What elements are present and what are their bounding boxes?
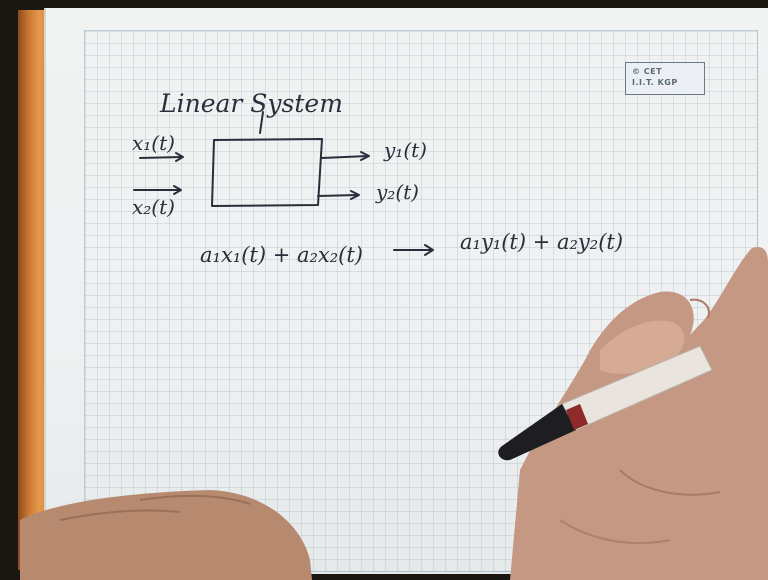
title-pointer-stroke: [259, 111, 264, 134]
equation-right: a₁y₁(t) + a₂y₂(t): [460, 230, 623, 254]
watermark-logo: © CET I.I.T. KGP: [625, 62, 705, 95]
equation-left: a₁x₁(t) + a₂x₂(t): [200, 243, 363, 267]
pen: [498, 345, 713, 461]
equation-arrow: [393, 244, 434, 256]
title-text: Linear System: [159, 89, 343, 118]
output-1-label: y₁(t): [383, 138, 427, 162]
output-2-arrow: [317, 190, 360, 200]
output-2-label: y₂(t): [375, 180, 419, 204]
notebook-edge: [18, 10, 48, 570]
input-1-arrow: [139, 152, 184, 162]
input-1-label: x₁(t): [132, 131, 175, 155]
output-1-arrow: [321, 151, 370, 161]
right-hand: [510, 247, 768, 580]
watermark-line-1: © CET: [632, 67, 663, 76]
input-2-arrow: [133, 185, 182, 195]
system-box: [211, 138, 323, 207]
input-2-label: x₂(t): [132, 195, 175, 219]
watermark-line-2: I.I.T. KGP: [632, 78, 678, 87]
left-hand: [20, 490, 312, 580]
